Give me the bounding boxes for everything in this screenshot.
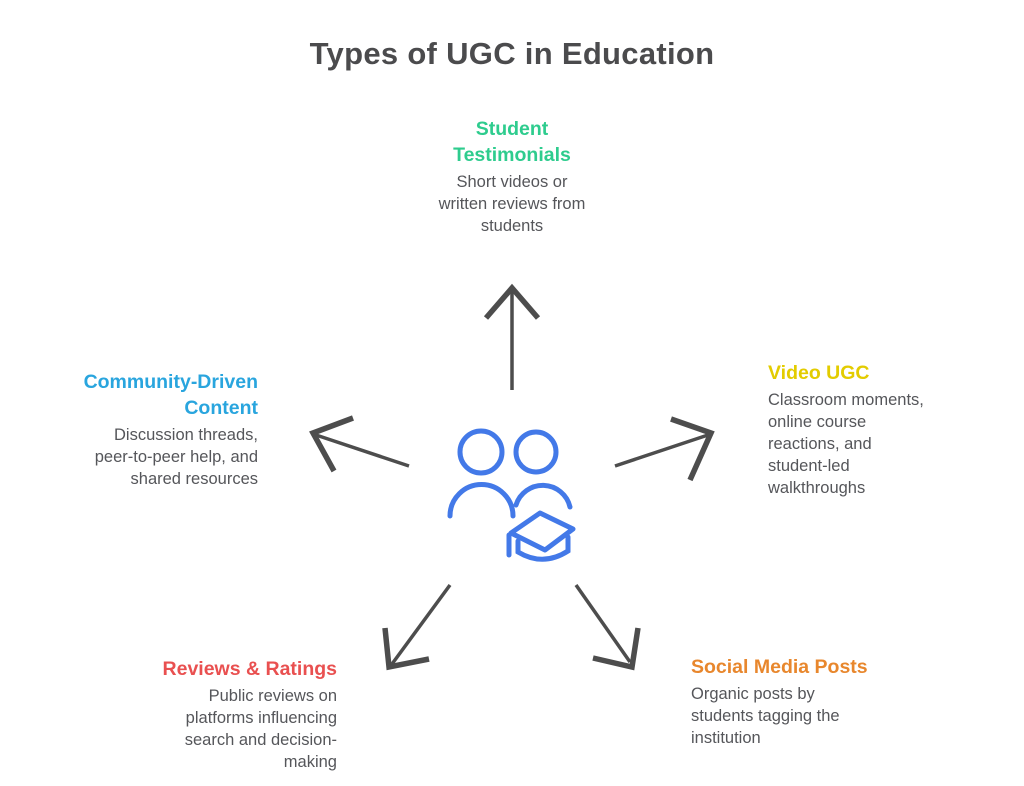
- node-description: Classroom moments, online course reactio…: [768, 391, 924, 497]
- arrow-upper-left-icon: [309, 415, 410, 473]
- node-reviews-ratings: Reviews & Ratings Public reviews on plat…: [102, 656, 337, 773]
- node-heading: Community-Driven Content: [83, 371, 258, 419]
- page-title: Types of UGC in Education: [309, 36, 715, 71]
- node-description: Public reviews on platforms influencing …: [184, 687, 337, 771]
- students-group-with-graduation-cap-icon: [447, 428, 576, 562]
- arrow-up-icon: [483, 283, 541, 390]
- arrow-lower-right-icon: [574, 583, 641, 671]
- node-heading: Reviews & Ratings: [162, 658, 337, 680]
- node-social-media-posts: Social Media Posts Organic posts by stud…: [691, 654, 896, 749]
- arrow-upper-right-icon: [614, 416, 715, 482]
- node-community-driven-content: Community-Driven Content Discussion thre…: [23, 369, 258, 490]
- node-description: Organic posts by students tagging the in…: [691, 685, 840, 747]
- node-heading: Social Media Posts: [691, 656, 868, 678]
- arrow-lower-left-icon: [382, 583, 452, 671]
- node-video-ugc: Video UGC Classroom moments, online cour…: [768, 360, 963, 499]
- node-description: Short videos or written reviews from stu…: [438, 173, 586, 235]
- node-heading: Student Testimonials: [453, 118, 571, 166]
- node-description: Discussion threads, peer-to-peer help, a…: [94, 426, 258, 488]
- node-student-testimonials: Student Testimonials Short videos or wri…: [402, 116, 622, 237]
- node-heading: Video UGC: [768, 362, 870, 384]
